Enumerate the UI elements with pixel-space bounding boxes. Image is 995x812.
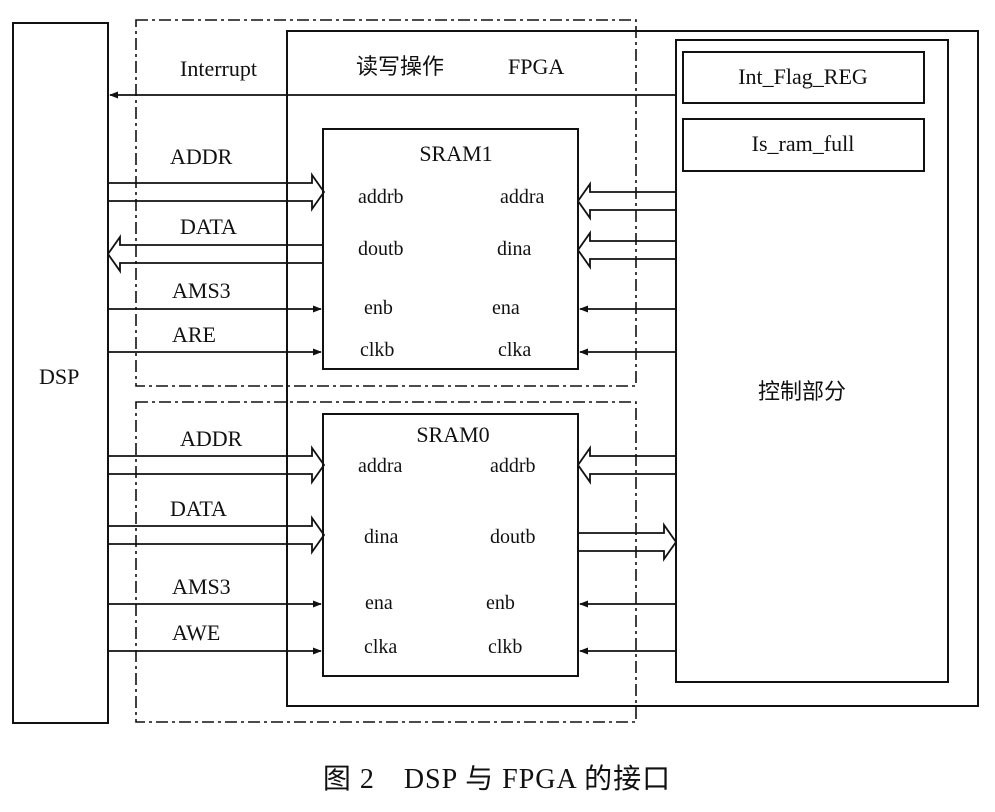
sram1-title: SRAM1: [419, 141, 492, 166]
doutb-bottom-bus-arrow: [578, 522, 678, 562]
addr-bottom-bus-arrow: [108, 445, 326, 485]
sram0-title: SRAM0: [416, 422, 489, 447]
int-flag-reg-box: [682, 51, 925, 104]
sram1-port-addra: addra: [500, 186, 545, 208]
sram0-port-doutb: doutb: [490, 526, 536, 548]
signal-ams3-bottom-label: AMS3: [172, 574, 231, 599]
data-top-bus-arrow: [106, 234, 323, 274]
sram0-port-enb: enb: [486, 592, 515, 614]
signal-addr-top-label: ADDR: [170, 144, 233, 169]
sram1-port-clkb: clkb: [360, 339, 394, 361]
sram1-port-clka: clka: [498, 339, 531, 361]
addr-top-bus-arrow: [108, 172, 326, 212]
sram0-block: [322, 413, 579, 677]
signal-data-bottom-label: DATA: [170, 496, 227, 521]
sram1-port-dina: dina: [497, 238, 532, 260]
sram0-port-ena: ena: [365, 592, 393, 614]
dsp-label: DSP: [39, 364, 79, 389]
figure-caption: 图 2 DSP 与 FPGA 的接口: [323, 763, 671, 795]
signal-interrupt-label: Interrupt: [180, 56, 257, 81]
addrb-bottom-bus-arrow: [576, 445, 676, 485]
sram1-port-doutb: doutb: [358, 238, 404, 260]
read-write-region-top: [135, 19, 637, 387]
sram0-port-clka: clka: [364, 636, 397, 658]
sram0-port-clkb: clkb: [488, 636, 522, 658]
read-write-region-bottom: [135, 401, 637, 723]
rw-op-label: 读写操作: [356, 54, 444, 79]
sram1-port-ena: ena: [492, 297, 520, 319]
signal-are-label: ARE: [172, 322, 216, 347]
sram0-port-addra: addra: [358, 455, 403, 477]
signal-data-top-label: DATA: [180, 214, 237, 239]
dsp-block: [12, 22, 109, 724]
control-block: [675, 39, 949, 683]
sram1-block: [322, 128, 579, 370]
signal-awe-label: AWE: [172, 620, 220, 645]
fpga-block: [286, 30, 979, 707]
is-ram-full-label: Is_ram_full: [752, 131, 855, 156]
signal-ams3-top-label: AMS3: [172, 278, 231, 303]
dina-top-bus-arrow: [576, 230, 676, 270]
sram1-port-addrb: addrb: [358, 186, 404, 208]
signal-addr-bottom-label: ADDR: [180, 426, 243, 451]
int-flag-reg-label: Int_Flag_REG: [738, 64, 868, 89]
sram0-port-dina: dina: [364, 526, 399, 548]
sram1-port-enb: enb: [364, 297, 393, 319]
sram0-port-addrb: addrb: [490, 455, 536, 477]
data-bottom-bus-arrow: [108, 515, 326, 555]
fpga-label: FPGA: [508, 54, 564, 79]
addra-top-bus-arrow: [576, 181, 676, 221]
is-ram-full-box: [682, 118, 925, 172]
control-label: 控制部分: [758, 379, 846, 404]
